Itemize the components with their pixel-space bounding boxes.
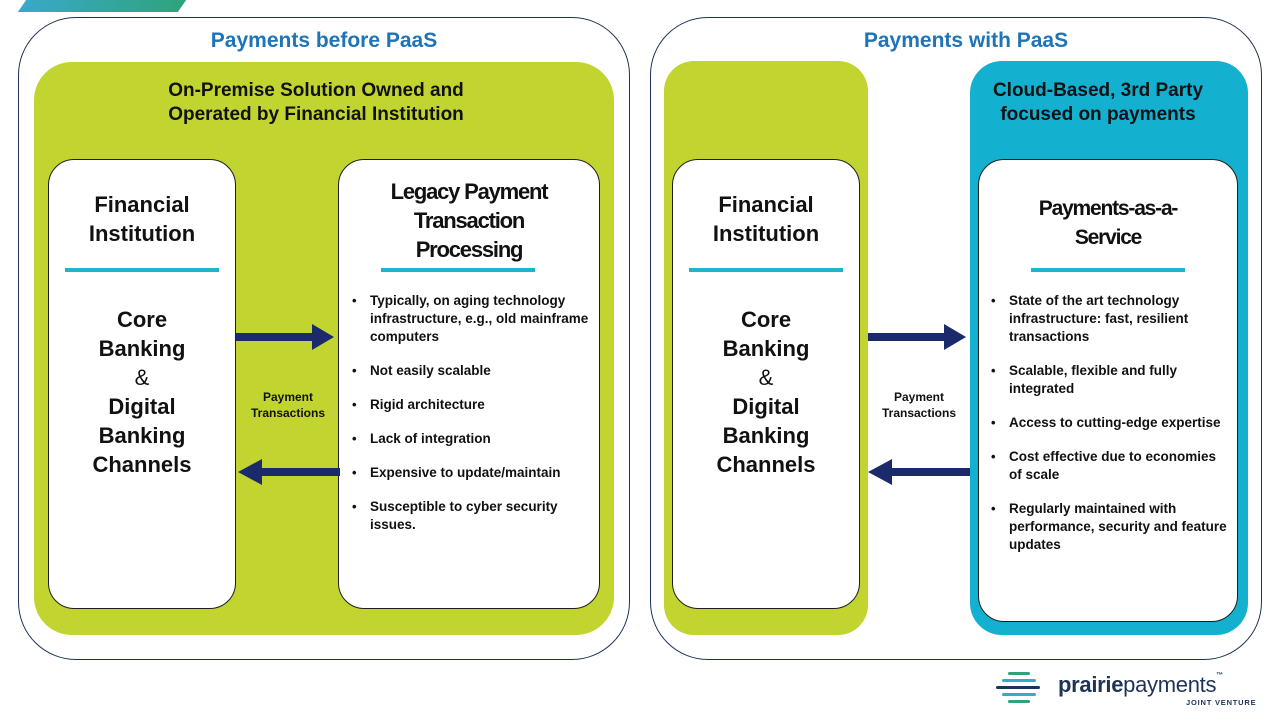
fi-system-line: & bbox=[134, 365, 150, 390]
legacy-bullet: Typically, on aging technology infrastru… bbox=[350, 292, 596, 346]
logo-tagline: JOINT VENTURE bbox=[1186, 698, 1257, 707]
fi-heading-line: Financial bbox=[718, 192, 814, 217]
fi-heading-line: Institution bbox=[712, 221, 820, 246]
top-accent-strip bbox=[17, 0, 187, 12]
group-title-line: On-Premise Solution Owned and bbox=[168, 80, 464, 101]
paas-bullet: State of the art technology infrastructu… bbox=[989, 292, 1229, 346]
paas-bullet: Regularly maintained with performance, s… bbox=[989, 500, 1229, 554]
arrow-label-line: Payment bbox=[893, 390, 945, 404]
legacy-bullet: Expensive to update/maintain bbox=[350, 464, 596, 482]
fi-card-systems: Core Banking & Digital Banking Channels bbox=[672, 305, 860, 479]
paas-card-heading: Payments-as-a- Service bbox=[978, 194, 1238, 252]
legacy-heading-line: Processing bbox=[415, 237, 524, 262]
arrow-label-line: Payment bbox=[262, 390, 314, 404]
paas-bullet: Access to cutting-edge expertise bbox=[989, 414, 1229, 432]
logo-trademark: ™ bbox=[1216, 672, 1223, 679]
financial-institution-card bbox=[672, 159, 860, 609]
legacy-bullet: Rigid architecture bbox=[350, 396, 596, 414]
payment-transactions-label: Payment Transactions bbox=[238, 389, 338, 421]
fi-card-heading: Financial Institution bbox=[48, 190, 236, 248]
paas-bullet: Scalable, flexible and fully integrated bbox=[989, 362, 1229, 398]
logo-mark-icon bbox=[994, 670, 1054, 703]
logo-wordmark: prairiepayments™ bbox=[1058, 672, 1223, 698]
logo-word-prairie: prairie bbox=[1058, 672, 1124, 697]
fi-card-systems: Core Banking & Digital Banking Channels bbox=[48, 305, 236, 479]
group-title-line: Cloud-Based, 3rd Party bbox=[992, 80, 1204, 101]
fi-card-heading: Financial Institution bbox=[672, 190, 860, 248]
paas-heading-line: Payments-as-a- bbox=[1038, 197, 1179, 220]
arrow-label-line: Transactions bbox=[250, 406, 326, 420]
fi-system-line: Banking bbox=[722, 423, 810, 448]
legacy-bullet-list: Typically, on aging technology infrastru… bbox=[350, 292, 596, 550]
group-title-line: focused on payments bbox=[1000, 104, 1196, 125]
legacy-bullet: Lack of integration bbox=[350, 430, 596, 448]
fi-heading-line: Institution bbox=[88, 221, 196, 246]
panel-title-before: Payments before PaaS bbox=[210, 29, 438, 52]
financial-institution-card bbox=[48, 159, 236, 609]
arrow-label-line: Transactions bbox=[881, 406, 957, 420]
panel-title-with: Payments with PaaS bbox=[863, 29, 1069, 52]
legacy-processing-card bbox=[338, 159, 600, 609]
group-title-line: Operated by Financial Institution bbox=[168, 104, 464, 125]
paas-bullet-list: State of the art technology infrastructu… bbox=[989, 292, 1229, 570]
legacy-heading-line: Transaction bbox=[413, 208, 525, 233]
paas-heading-line: Service bbox=[1074, 226, 1143, 249]
fi-card-divider bbox=[689, 268, 843, 272]
fi-system-line: Core bbox=[740, 307, 792, 332]
outbound-arrow-icon bbox=[236, 324, 334, 350]
fi-system-line: Banking bbox=[722, 336, 810, 361]
outbound-arrow-icon bbox=[868, 324, 966, 350]
legacy-card-heading: Legacy Payment Transaction Processing bbox=[338, 177, 600, 264]
inbound-arrow-icon bbox=[868, 459, 970, 485]
payment-transactions-label: Payment Transactions bbox=[869, 389, 969, 421]
on-premise-group-title: On-Premise Solution Owned and Operated b… bbox=[34, 79, 598, 127]
logo-word-payments: payments bbox=[1123, 672, 1217, 697]
fi-system-line: & bbox=[758, 365, 774, 390]
fi-card-divider bbox=[65, 268, 219, 272]
fi-system-line: Channels bbox=[716, 452, 816, 477]
fi-system-line: Digital bbox=[108, 394, 176, 419]
fi-system-line: Digital bbox=[732, 394, 800, 419]
paas-bullet: Cost effective due to economies of scale bbox=[989, 448, 1229, 484]
legacy-card-divider bbox=[381, 268, 535, 272]
fi-system-line: Channels bbox=[92, 452, 192, 477]
paas-card-divider bbox=[1031, 268, 1185, 272]
cloud-group-title: Cloud-Based, 3rd Party focused on paymen… bbox=[970, 79, 1226, 127]
inbound-arrow-icon bbox=[238, 459, 340, 485]
fi-system-line: Banking bbox=[98, 423, 186, 448]
fi-system-line: Core bbox=[116, 307, 168, 332]
legacy-bullet: Susceptible to cyber security issues. bbox=[350, 498, 596, 534]
legacy-heading-line: Legacy Payment bbox=[390, 179, 549, 204]
fi-heading-line: Financial bbox=[94, 192, 190, 217]
fi-system-line: Banking bbox=[98, 336, 186, 361]
legacy-bullet: Not easily scalable bbox=[350, 362, 596, 380]
